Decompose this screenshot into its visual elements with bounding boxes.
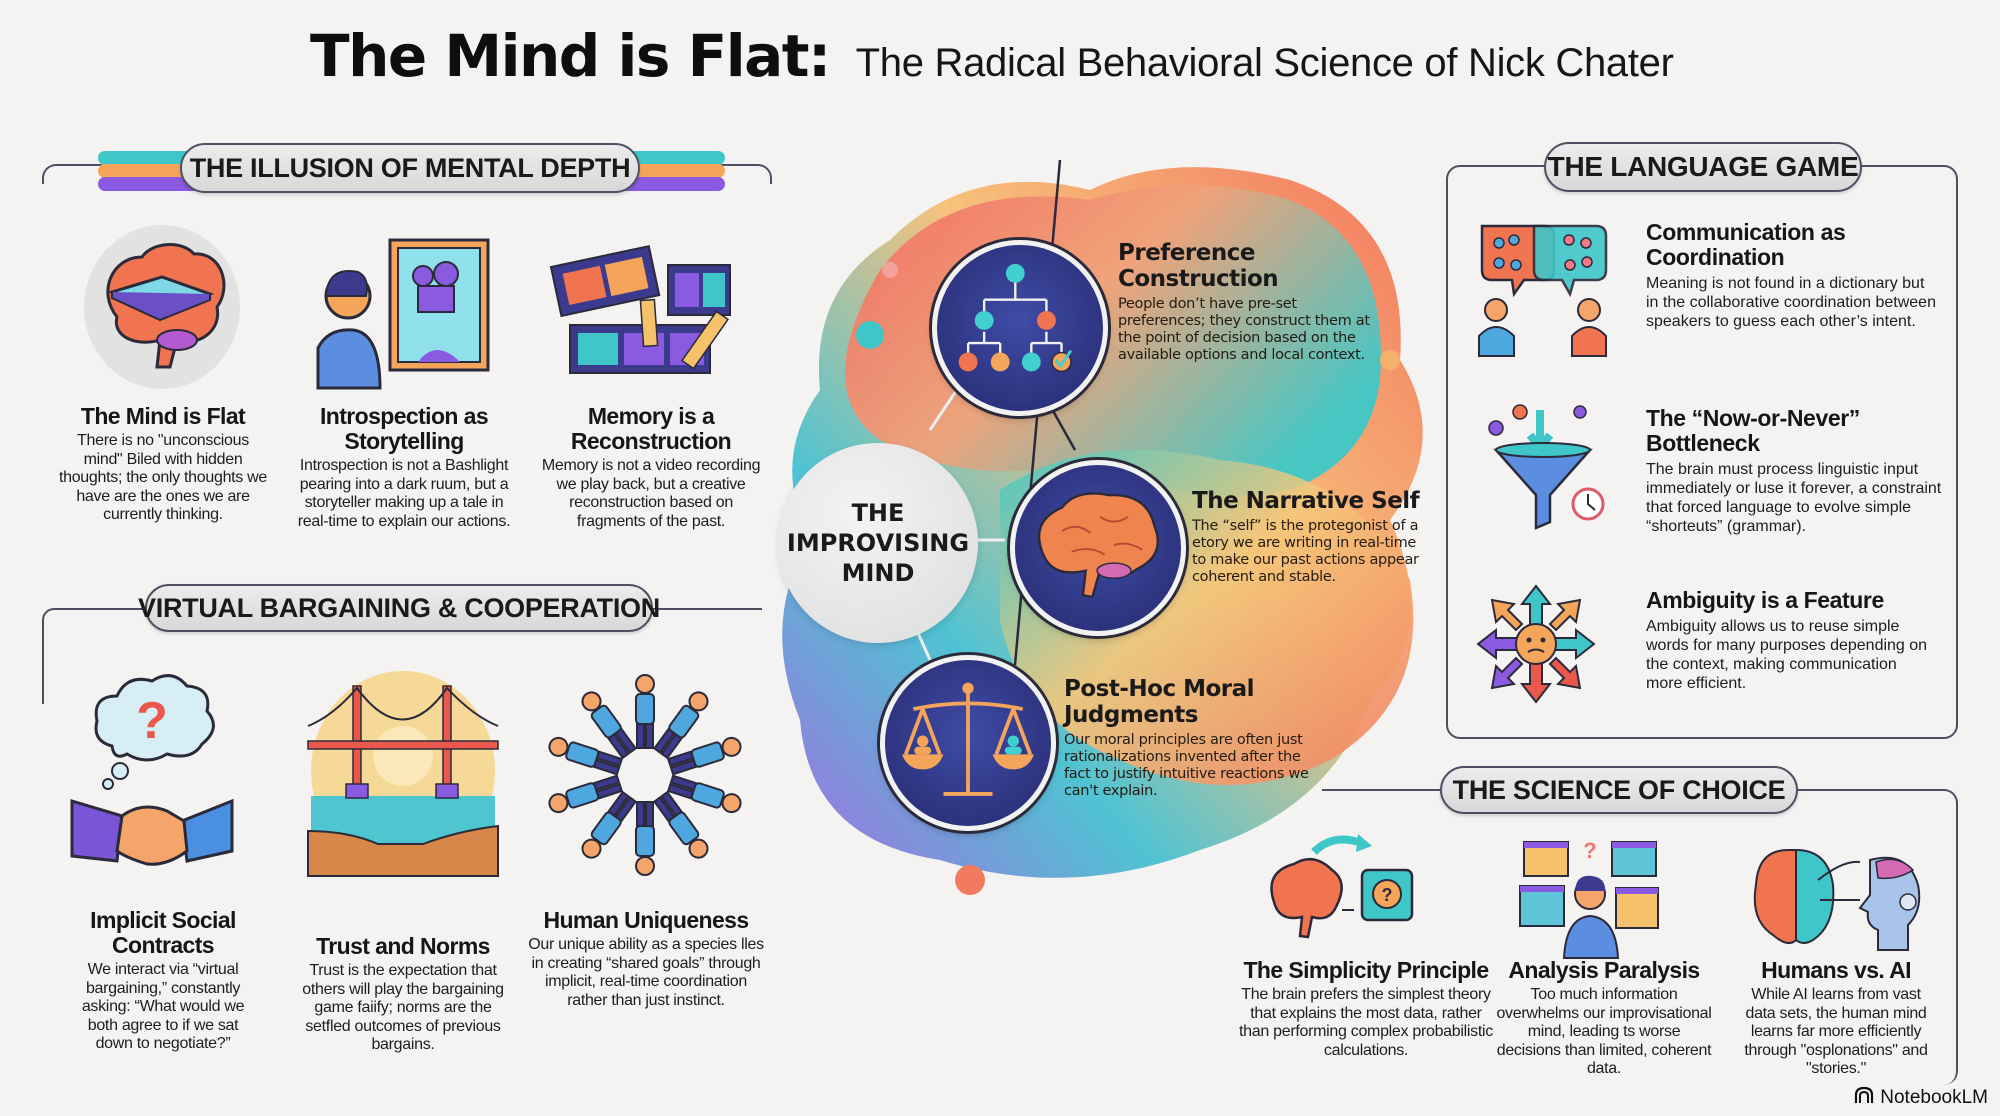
item-title: The Narrative Self: [1192, 488, 1420, 514]
title-main: The Mind is Flat:: [310, 22, 831, 90]
bridge-handshake-icon: [307, 666, 499, 877]
brain-with-flat-glass-icon: [82, 222, 242, 392]
bargaining-item-1: Implicit Social Contracts We interact vi…: [68, 908, 258, 1054]
item-title: Human Uniqueness: [543, 907, 749, 933]
core-label-improvising-mind: THE IMPROVISING MIND: [778, 443, 978, 643]
item-description: We interact via “virtual bargaining,” co…: [81, 961, 245, 1052]
speech-bubbles-people-icon: [1474, 218, 1614, 358]
item-title: Implicit Social Contracts: [90, 907, 236, 958]
notebooklm-logo-icon: [1854, 1086, 1874, 1110]
illusion-item-1: The Mind is Flat There is no "unconsciou…: [58, 404, 268, 525]
section-header-language: THE LANGUAGE GAME: [1544, 142, 1862, 192]
item-title: Ambiguity is a Feature: [1646, 587, 1884, 613]
illusion-item-2: Introspection as Storytelling Introspect…: [288, 404, 520, 531]
choice-item-1: The Simplicity Principle The brain prefe…: [1236, 958, 1496, 1060]
item-description: Memory is not a video recording we play …: [541, 457, 761, 530]
bargaining-item-3: Human Uniqueness Our unique ability as a…: [528, 908, 764, 1010]
section-header-choice: THE SCIENCE OF CHOICE: [1440, 766, 1798, 814]
overwhelmed-person-icon: ?: [1519, 836, 1660, 959]
multi-arrow-face-icon: [1474, 582, 1598, 706]
brain-vs-robot-icon: [1748, 840, 1928, 952]
handshake-question-icon: ?: [70, 666, 234, 866]
decision-tree-icon: [932, 240, 1108, 416]
center-item-3: Post-Hoc Moral Judgments Our moral princ…: [1064, 676, 1314, 800]
section-header-illusion: THE ILLUSION OF MENTAL DEPTH: [180, 143, 640, 193]
choice-item-3: Humans vs. AI While AI learns from vast …: [1736, 958, 1936, 1079]
item-title: Analysis Paralysis: [1508, 957, 1700, 983]
item-description: While AI learns from vast data sets, the…: [1744, 986, 1928, 1077]
center-item-2: The Narrative Self The “self” is the pro…: [1192, 488, 1422, 586]
person-mirror-projector-icon: [316, 238, 498, 390]
brand-watermark: NotebookLM: [1854, 1086, 1988, 1110]
item-title: Trust and Norms: [316, 933, 490, 959]
item-description: Ambiguity allows us to reuse simple word…: [1646, 618, 1928, 692]
item-description: Meaning is not found in a dictionary but…: [1646, 275, 1936, 330]
language-item-3: Ambiguity is a Feature Ambiguity allows …: [1646, 588, 1936, 693]
item-title: The Simplicity Principle: [1243, 957, 1489, 983]
item-description: The brain must process linguistic input …: [1646, 461, 1942, 535]
language-item-1: Communication as Coordination Meaning is…: [1646, 220, 1936, 331]
item-title: Humans vs. AI: [1761, 957, 1911, 983]
item-description: The brain prefers the simplest theory th…: [1239, 986, 1493, 1059]
brand-name: NotebookLM: [1880, 1087, 1988, 1108]
choice-item-2: Analysis Paralysis Too much information …: [1496, 958, 1712, 1079]
taped-film-strip-icon: [549, 240, 731, 375]
page-title: The Mind is Flat: The Radical Behavioral…: [310, 22, 1674, 102]
item-title: Introspection as Storytelling: [319, 403, 489, 454]
title-subtitle: The Radical Behavioral Science of Nick C…: [855, 41, 1674, 85]
svg-text:?: ?: [136, 692, 168, 750]
language-item-2: The “Now-or-Never” Bottleneck The brain …: [1646, 406, 1946, 536]
svg-text:?: ?: [1382, 885, 1393, 905]
svg-text:?: ?: [1583, 838, 1596, 863]
item-title: Communication as Coordination: [1646, 219, 1846, 270]
brain-to-question-icon: ?: [1264, 832, 1414, 942]
item-title: Post-Hoc Moral Judgments: [1064, 676, 1255, 728]
scales-icon: [880, 655, 1056, 831]
people-circle-icon: [540, 670, 750, 880]
item-title: The Mind is Flat: [80, 403, 246, 429]
item-title: Memory is a Reconstruction: [570, 403, 732, 454]
item-description: Too much information overwhelms our impr…: [1496, 986, 1712, 1077]
item-description: Introspection is not a Bashlight pearing…: [297, 457, 511, 530]
item-title: The “Now-or-Never” Bottleneck: [1646, 405, 1860, 456]
item-description: Trust is the expectation that others wil…: [302, 962, 504, 1053]
illusion-item-3: Memory is a Reconstruction Memory is not…: [540, 404, 762, 531]
bargaining-item-2: Trust and Norms Trust is the expectation…: [290, 934, 516, 1055]
item-description: Our unique ability as a species lles in …: [528, 936, 764, 1009]
item-description: Our moral principles are often just rati…: [1064, 732, 1309, 799]
center-item-1: Preference Construction People don’t hav…: [1118, 240, 1373, 364]
item-description: There is no "unconscious mind" Biled wit…: [58, 432, 268, 523]
item-title: Preference Construction: [1118, 240, 1279, 292]
brain-icon: [1010, 460, 1186, 636]
section-header-bargaining: VIRTUAL BARGAINING & COOPERATION: [138, 584, 660, 632]
item-description: The “self” is the protegonist of a etory…: [1192, 518, 1419, 585]
funnel-clock-icon: [1478, 400, 1608, 550]
item-description: People don’t have pre-set preferences; t…: [1118, 296, 1370, 363]
